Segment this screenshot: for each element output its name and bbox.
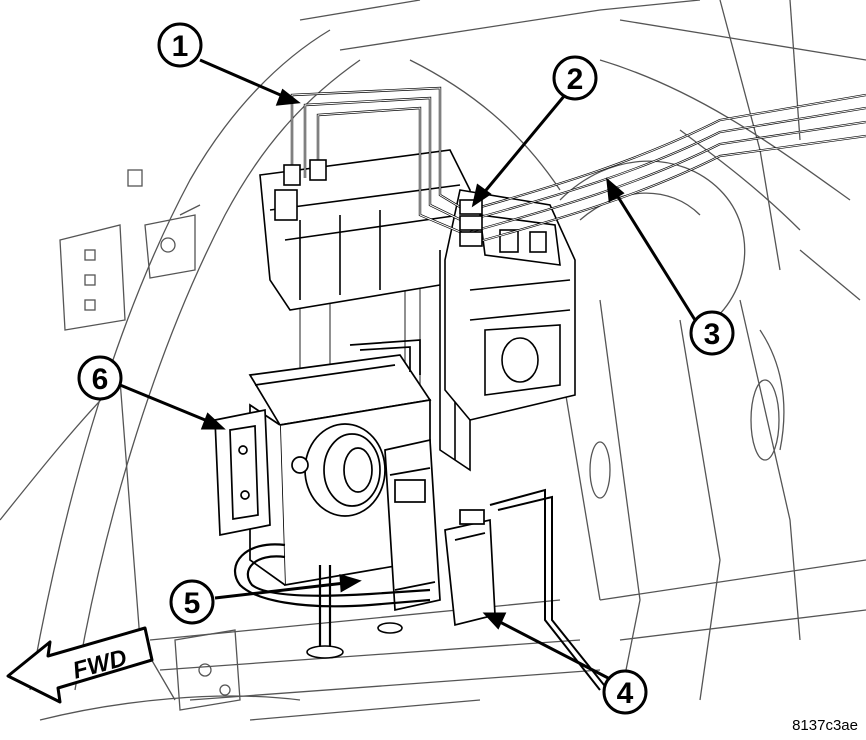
callout-4: 4: [602, 669, 648, 715]
vehicle-body-structure: [0, 0, 866, 721]
upper-brake-tubes-inner: [291, 87, 466, 235]
callout-6-label: 6: [92, 363, 109, 396]
support-bracket: [444, 509, 496, 627]
hydraulic-control-unit: [214, 339, 441, 612]
callout-5: 5: [169, 579, 215, 625]
callout-5-label: 5: [184, 587, 201, 620]
return-hose: [233, 543, 431, 650]
tube-fittings: [283, 159, 483, 247]
mount-post: [306, 622, 403, 659]
figure-code: 8137c3ae: [792, 717, 858, 734]
callout-leaders: [119, 58, 697, 682]
callout-1: 1: [157, 22, 203, 68]
lower-brake-tube: [489, 488, 609, 691]
callout-2-label: 2: [567, 63, 584, 96]
brake-lines-inner: [469, 94, 866, 245]
callout-3-label: 3: [704, 318, 721, 351]
callout-2: 2: [552, 55, 598, 101]
callout-1-label: 1: [172, 30, 189, 63]
junction-block: [444, 189, 576, 421]
callout-3: 3: [689, 310, 735, 356]
forward-direction-arrow: FWD: [6, 626, 154, 704]
callout-4-label: 4: [617, 677, 634, 710]
callout-6: 6: [77, 355, 123, 401]
